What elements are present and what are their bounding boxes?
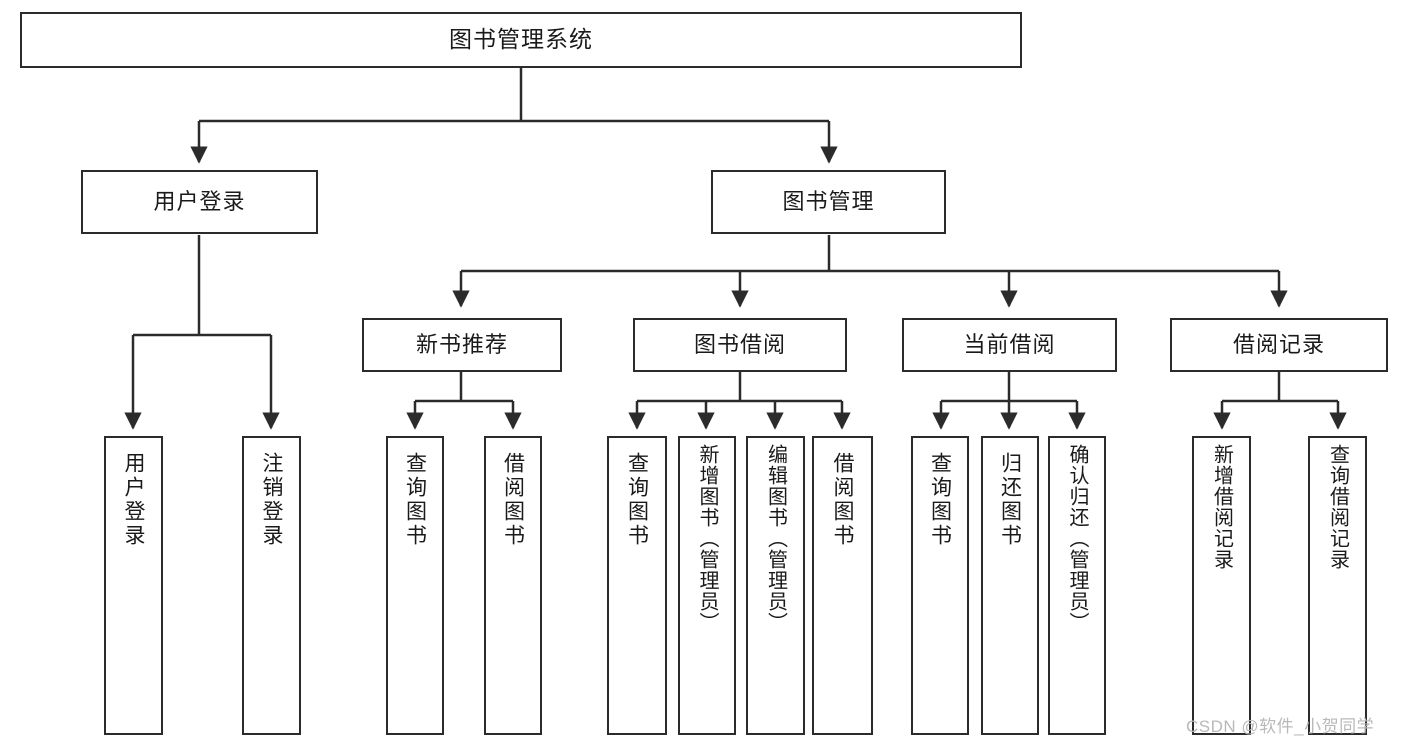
leaf-borrow-book[interactable]: 借阅图书 xyxy=(812,436,873,735)
node-user-login[interactable]: 用户登录 xyxy=(81,170,318,234)
node-new-book-recommend[interactable]: 新书推荐 xyxy=(362,318,562,372)
node-label: 用户登录 xyxy=(153,189,246,215)
leaf-user-logout[interactable]: 注销登录 xyxy=(242,436,301,735)
leaf-query-borrow-record[interactable]: 查询借阅记录 xyxy=(1308,436,1367,735)
leaf-add-book-admin[interactable]: 新增图书（管理员） xyxy=(678,436,736,735)
node-label: 新书推荐 xyxy=(415,332,508,358)
leaf-query-book-borrow[interactable]: 查询图书 xyxy=(607,436,667,735)
node-borrow-record[interactable]: 借阅记录 xyxy=(1170,318,1388,372)
node-label: 编辑图书（管理员） xyxy=(764,444,787,633)
node-label: 查询图书 xyxy=(403,452,427,548)
leaf-query-book-recommend[interactable]: 查询图书 xyxy=(386,436,444,735)
node-root-system[interactable]: 图书管理系统 xyxy=(20,12,1022,68)
node-label: 图书借阅 xyxy=(693,332,786,358)
node-label: 新增借阅记录 xyxy=(1210,444,1233,570)
node-book-management[interactable]: 图书管理 xyxy=(711,170,946,234)
leaf-query-book-current[interactable]: 查询图书 xyxy=(911,436,969,735)
leaf-return-book[interactable]: 归还图书 xyxy=(981,436,1039,735)
leaf-add-borrow-record[interactable]: 新增借阅记录 xyxy=(1192,436,1251,735)
node-label: 注销登录 xyxy=(260,452,283,548)
node-label: 归还图书 xyxy=(998,452,1022,548)
node-label: 确认归还（管理员） xyxy=(1066,444,1088,633)
node-label: 借阅图书 xyxy=(501,452,525,548)
leaf-user-login[interactable]: 用户登录 xyxy=(104,436,163,735)
node-book-borrow[interactable]: 图书借阅 xyxy=(633,318,847,372)
watermark: CSDN @软件_小贺同学 xyxy=(1186,717,1375,736)
node-current-borrow[interactable]: 当前借阅 xyxy=(902,318,1117,372)
node-label: 查询图书 xyxy=(625,452,649,548)
node-label: 用户登录 xyxy=(122,452,145,548)
node-label: 图书管理系统 xyxy=(449,26,593,53)
node-label: 图书管理 xyxy=(782,189,875,215)
node-label: 新增图书（管理员） xyxy=(696,444,718,633)
leaf-edit-book-admin[interactable]: 编辑图书（管理员） xyxy=(746,436,805,735)
node-label: 查询借阅记录 xyxy=(1326,444,1349,570)
leaf-borrow-book-recommend[interactable]: 借阅图书 xyxy=(484,436,542,735)
leaf-confirm-return-admin[interactable]: 确认归还（管理员） xyxy=(1048,436,1106,735)
node-label: 借阅图书 xyxy=(831,452,854,548)
node-label: 当前借阅 xyxy=(963,332,1056,358)
node-label: 查询图书 xyxy=(928,452,952,548)
node-label: 借阅记录 xyxy=(1232,332,1325,358)
